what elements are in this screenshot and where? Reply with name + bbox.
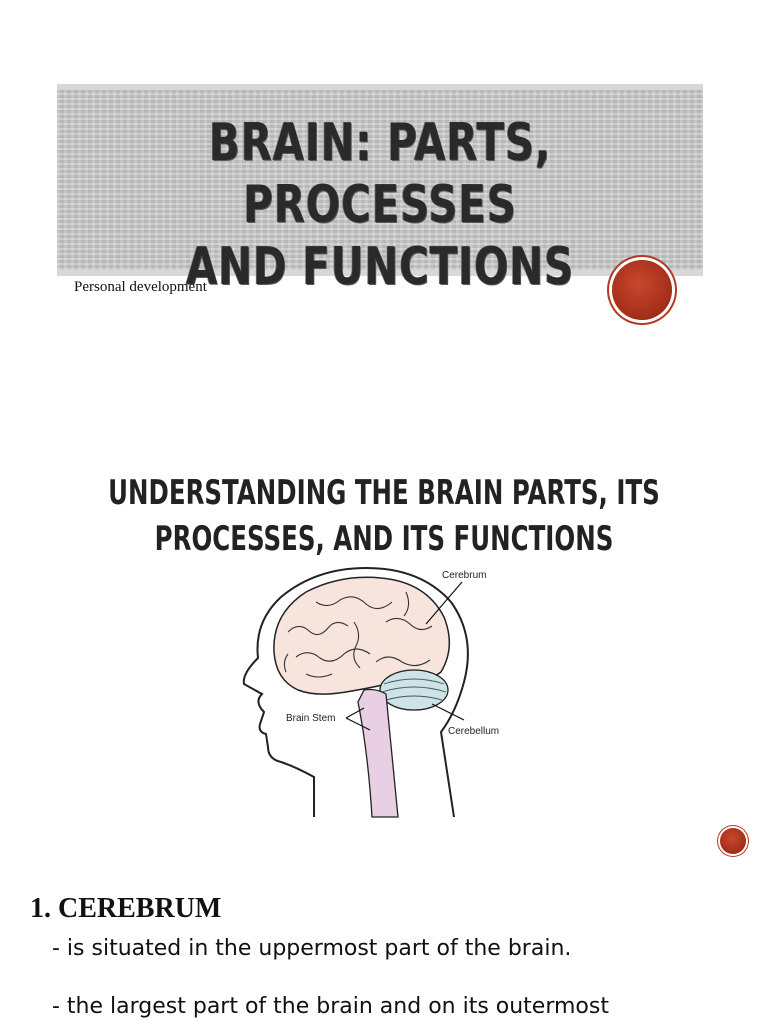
bullet-item: - is situated in the uppermost part of t… <box>52 936 572 961</box>
cerebrum-folds <box>283 591 433 678</box>
section-title: 1. CEREBRUM <box>30 893 222 924</box>
label-brain-stem: Brain Stem <box>286 713 335 724</box>
slide-heading: UNDERSTANDING THE BRAIN PARTS, ITS PROCE… <box>108 470 661 562</box>
cerebrum-shape <box>273 576 450 695</box>
decorative-orb-small-icon <box>720 828 746 854</box>
heading-line-2: PROCESSES, AND ITS FUNCTIONS <box>154 519 614 559</box>
label-cerebrum: Cerebrum <box>442 570 486 581</box>
cerebellum-shape <box>379 669 449 711</box>
bullet-item: - the largest part of the brain and on i… <box>52 994 609 1019</box>
brainstem-shape <box>357 688 399 818</box>
heading-line-1: UNDERSTANDING THE BRAIN PARTS, ITS <box>108 473 660 513</box>
title-slide: BRAIN: PARTS, PROCESSES AND FUNCTIONS Pe… <box>0 0 768 420</box>
slide-subtitle: Personal development <box>74 279 207 295</box>
decorative-orb-icon <box>612 260 672 320</box>
title-banner: BRAIN: PARTS, PROCESSES AND FUNCTIONS <box>57 84 703 297</box>
title-line-1: BRAIN: PARTS, PROCESSES <box>208 113 552 235</box>
label-cerebellum: Cerebellum <box>448 726 499 737</box>
head-outline <box>242 566 469 818</box>
brain-diagram: Cerebrum Brain Stem Cerebellum <box>242 566 499 818</box>
slide-title: BRAIN: PARTS, PROCESSES AND FUNCTIONS <box>128 112 632 298</box>
title-line-2: AND FUNCTIONS <box>185 237 575 297</box>
cerebellum-folds <box>381 678 447 701</box>
